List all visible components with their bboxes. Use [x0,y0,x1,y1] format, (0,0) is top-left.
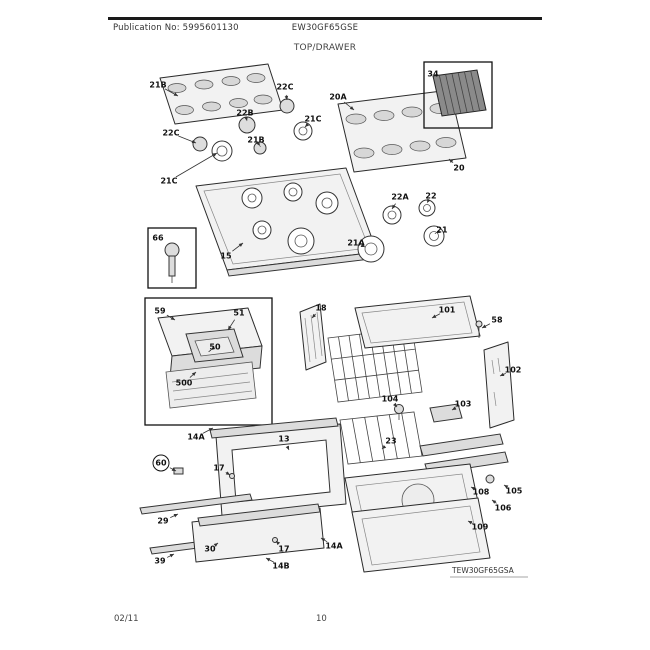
part-callout-51: 51 [233,309,245,318]
part-callout-30: 30 [204,545,216,554]
burner-cap-21b [253,141,267,155]
burner-ring-21c [293,121,313,141]
part-callout-15: 15 [220,252,232,261]
part-callout-21: 21 [436,226,448,235]
part-callout-66: 66 [152,234,164,243]
griddle-inset-box [423,61,493,129]
part-callout-18: 18 [315,304,327,313]
drawer-liner-inset-box [144,297,273,426]
igniter-inset-box [147,227,197,289]
part-callout-20: 20 [453,164,465,173]
burner-ring-22a [382,205,402,225]
header-rule [108,17,542,20]
model-number: EW30GF65GSE [291,23,359,33]
publication-number: Publication No: 5995601130 [113,23,239,33]
part-callout-101: 101 [439,306,456,315]
part-callout-21B: 21B [149,81,166,90]
callout-labels: 21B 22C 20A 22B 21C 22C 21B 20 21C 22A 22 21 21A 15 66… [149,70,522,571]
part-callout-500: 500 [176,379,193,388]
lower-drawer-pan [351,497,491,573]
part-callout-22C: 22C [162,129,179,138]
lower-drawer-front [191,503,325,563]
left-burner-grate [159,63,284,125]
page-title: TOP/DRAWER [293,43,357,53]
part-callout-21C: 21C [304,115,321,124]
part-callout-22B: 22B [236,109,253,118]
footer-page-number: 10 [316,614,327,624]
burner-cap-22c-2 [192,136,208,152]
diagram-code: TEW30GF65GSA [451,566,515,575]
burner-ring-22 [418,199,436,217]
part-callout-22A: 22A [391,193,409,202]
part-callout-109: 109 [472,523,489,532]
drawer-front-window [231,439,331,503]
part-callout-21B: 21B [247,136,264,145]
part-callout-14A: 14A [325,542,343,551]
part-callout-21C: 21C [160,177,177,186]
handle-screw [229,473,235,479]
part-callout-13: 13 [278,435,289,444]
insulation [165,361,257,409]
burner-ring-21a [357,235,385,263]
part-callout-50: 50 [209,343,221,352]
right-burner-rings [357,199,445,263]
part-callout-58: 58 [491,316,503,325]
glide-wheel-2 [485,474,495,484]
part-callout-39: 39 [154,557,166,566]
drawer-front-panel [209,417,347,517]
part-callout-17: 17 [213,464,224,473]
lower-drawer-handle [197,503,321,527]
part-callout-60: 60 [155,459,167,468]
burner-ring-21c-2 [211,140,233,162]
wire-basket [339,411,423,465]
screw-58 [475,320,483,338]
part-callout-105: 105 [506,487,523,496]
part-callout-34: 34 [427,70,439,79]
part-callout-104: 104 [382,395,399,404]
part-callout-23: 23 [385,437,396,446]
part-callout-20A: 20A [329,93,347,102]
spark-igniter [164,242,180,283]
part-callout-29: 29 [157,517,169,526]
part-callout-108: 108 [473,488,490,497]
part-callout-21A: 21A [347,239,365,248]
retainer-clip-60 [173,467,184,475]
part-callout-14A: 14A [187,433,205,442]
trim-strip-upper [139,493,253,515]
part-callout-17: 17 [278,545,289,554]
part-callout-106: 106 [495,504,512,513]
glide-rail-upper [419,433,504,457]
footer-date: 02/11 [114,614,139,624]
burner-cap-22c [279,98,295,114]
drawer-handle [209,417,339,439]
part-callout-102: 102 [505,366,522,375]
part-callout-59: 59 [154,307,166,316]
part-callout-22: 22 [425,192,436,201]
part-callout-103: 103 [455,400,472,409]
griddle [432,69,487,117]
part-callout-14B: 14B [272,562,289,571]
left-side-panel [299,303,327,371]
wire-rack [327,327,423,403]
drawer-top-panel [354,295,481,349]
burner-caps-and-rings [192,98,313,162]
part-callout-22C: 22C [276,83,293,92]
right-side-panel [483,341,515,429]
